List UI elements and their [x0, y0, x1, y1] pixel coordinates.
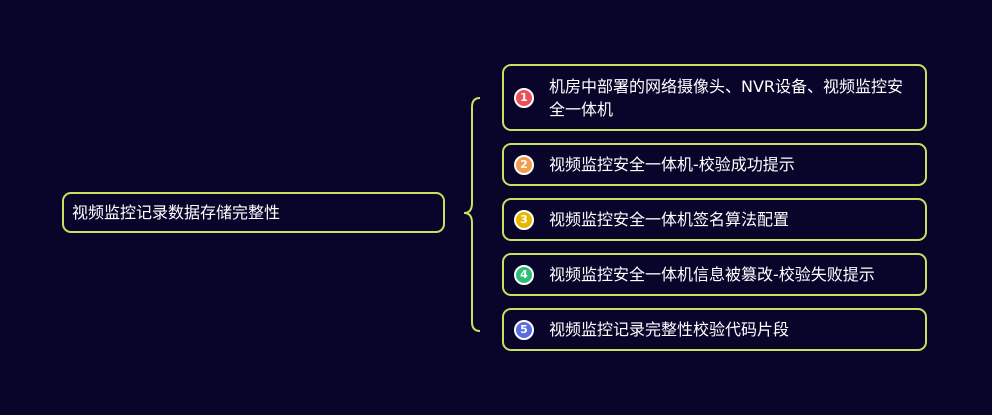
subtopic-4-label: 视频监控安全一体机信息被篡改-校验失败提示: [549, 265, 875, 284]
number-badge-4: 4: [514, 264, 534, 285]
subtopic-3[interactable]: 3 视频监控安全一体机签名算法配置: [502, 198, 927, 241]
subtopic-2-label: 视频监控安全一体机-校验成功提示: [549, 155, 795, 174]
subtopic-2[interactable]: 2 视频监控安全一体机-校验成功提示: [502, 143, 927, 186]
number-badge-5: 5: [514, 319, 534, 340]
subtopic-3-label: 视频监控安全一体机签名算法配置: [549, 210, 790, 229]
root-topic-label: 视频监控记录数据存储完整性: [72, 203, 281, 222]
subtopic-4[interactable]: 4 视频监控安全一体机信息被篡改-校验失败提示: [502, 253, 927, 296]
brace-connector: [463, 97, 481, 332]
root-topic[interactable]: 视频监控记录数据存储完整性: [62, 192, 445, 233]
subtopic-5-label: 视频监控记录完整性校验代码片段: [549, 320, 790, 339]
subtopic-1[interactable]: 1 机房中部署的网络摄像头、NVR设备、视频监控安全一体机: [502, 64, 927, 131]
subtopic-5[interactable]: 5 视频监控记录完整性校验代码片段: [502, 308, 927, 351]
number-badge-2: 2: [514, 154, 534, 175]
number-badge-3: 3: [514, 209, 534, 230]
subtopic-1-label: 机房中部署的网络摄像头、NVR设备、视频监控安全一体机: [549, 76, 904, 119]
number-badge-1: 1: [514, 87, 534, 108]
